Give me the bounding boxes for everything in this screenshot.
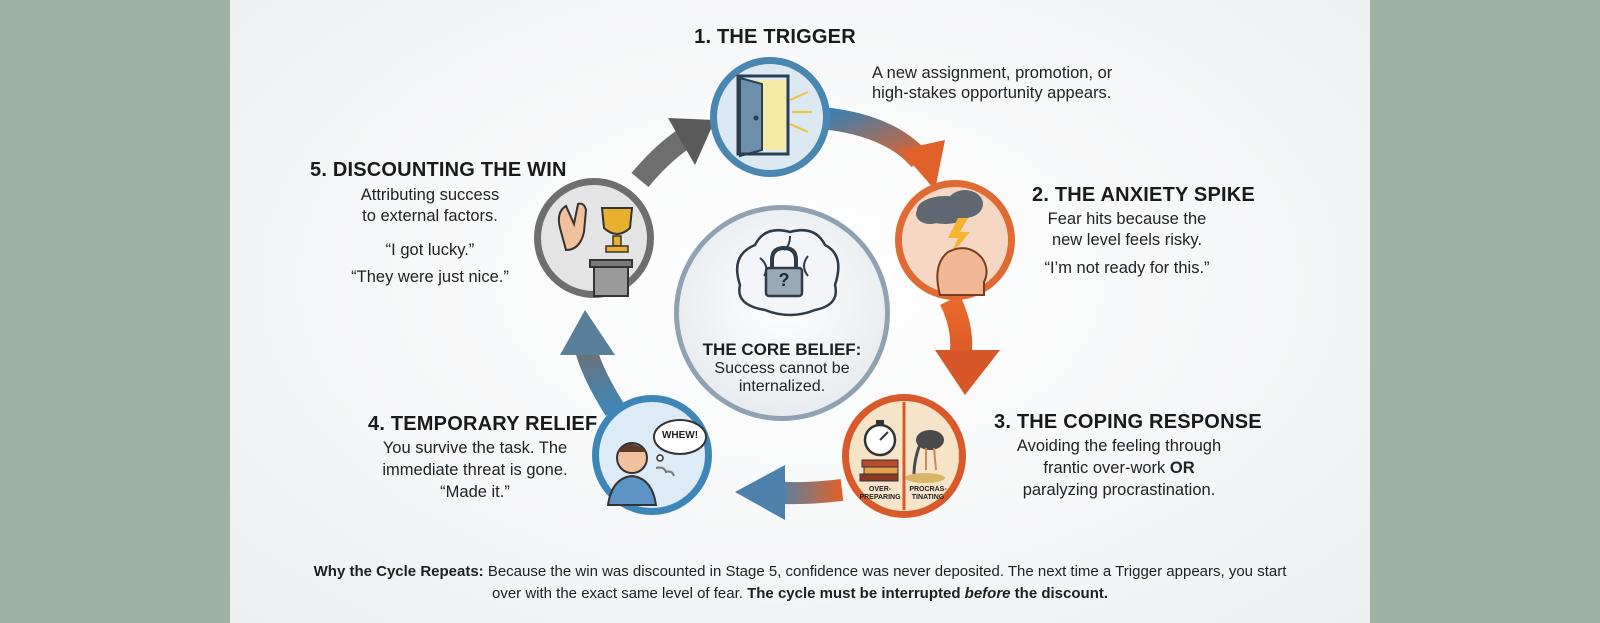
trash-can-icon <box>589 259 633 297</box>
cycle-explanation-emphasis-b: the discount. <box>1010 585 1109 602</box>
relief-title: 4. TEMPORARY RELIEF <box>368 413 598 435</box>
coping-line-2: frantic over-work OR <box>994 457 1244 479</box>
relieved-person-icon <box>606 442 675 506</box>
arrow-trigger-to-anxiety <box>820 107 945 190</box>
coping-line-2-text: frantic over-work <box>1043 459 1170 477</box>
over-preparing-label-2: PREPARING <box>859 494 901 501</box>
relief-circle <box>592 395 712 515</box>
thought-bubble-icon <box>653 419 707 462</box>
coping-circle <box>842 394 966 518</box>
coping-line-3: paralyzing procrastination. <box>1022 481 1216 499</box>
cycle-explanation-text: Because the win was discounted in Stage … <box>483 563 1287 602</box>
core-belief-circle <box>674 205 890 421</box>
trophy-icon <box>600 207 634 253</box>
coping-or-emphasis: OR <box>1169 459 1195 477</box>
discounting-quote-2: “They were just nice.” <box>351 268 509 286</box>
discounting-circle <box>534 178 654 298</box>
ostrich-icon <box>905 430 945 483</box>
coping-title: 3. THE COPING RESPONSE <box>994 411 1262 433</box>
discounting-line-2: to external factors. <box>362 207 498 225</box>
cycle-explanation-lead: Why the Cycle Repeats: <box>313 563 484 580</box>
discounting-line-1: Attributing success <box>360 186 500 204</box>
core-belief-line-1: Success cannot be <box>714 360 850 377</box>
core-belief-title: THE CORE BELIEF: <box>702 340 862 359</box>
relief-line-1: You survive the task. The <box>382 439 568 457</box>
trigger-circle <box>710 57 830 177</box>
padlock-icon <box>764 245 804 298</box>
anxiety-title: 2. THE ANXIETY SPIKE <box>1032 184 1255 206</box>
anxiety-line-2: new level feels risky. <box>1051 231 1203 249</box>
procrastinating-label-1: PROCRAS- <box>909 486 947 493</box>
discounting-quote-1: “I got lucky.” <box>385 241 475 259</box>
trigger-title: 1. THE TRIGGER <box>694 26 856 48</box>
door-icon <box>736 74 812 158</box>
discounting-title: 5. DISCOUNTING THE WIN <box>310 159 567 181</box>
relief-line-2: immediate threat is gone. <box>382 461 568 479</box>
whew-bubble-text: WHEW! <box>661 430 699 441</box>
over-preparing-label-1: OVER- <box>868 486 892 493</box>
anxiety-circle <box>895 180 1015 300</box>
padlock-symbol: ? <box>778 270 790 290</box>
anxiety-quote: “I’m not ready for this.” <box>1044 259 1210 277</box>
arrow-coping-to-relief <box>735 465 844 520</box>
core-belief-line-2: internalized. <box>738 378 826 395</box>
anxiety-line-1: Fear hits because the <box>1047 210 1207 228</box>
arrow-anxiety-to-coping <box>935 295 1000 395</box>
arrow-relief-to-discounting <box>560 310 625 416</box>
arrow-discounting-to-trigger <box>631 118 715 188</box>
trigger-line-1: A new assignment, promotion, or <box>872 64 1113 82</box>
storm-cloud-icon <box>916 190 983 256</box>
procrastinating-label-2: TINATING <box>911 494 945 501</box>
stopwatch-icon <box>863 420 897 457</box>
coping-line-1: Avoiding the feeling through <box>1016 437 1222 455</box>
relief-line-3: “Made it.” <box>440 483 510 501</box>
book-stack-icon <box>859 459 899 482</box>
stressed-head-icon <box>936 247 988 296</box>
cycle-explanation-emphasis-italic: before <box>964 585 1011 602</box>
trigger-line-2: high-stakes opportunity appears. <box>872 84 1112 102</box>
cycle-explanation: Why the Cycle Repeats: Because the win w… <box>300 561 1300 605</box>
cycle-explanation-emphasis-a: The cycle must be interrupted <box>747 585 965 602</box>
waving-hand-icon <box>557 202 588 252</box>
